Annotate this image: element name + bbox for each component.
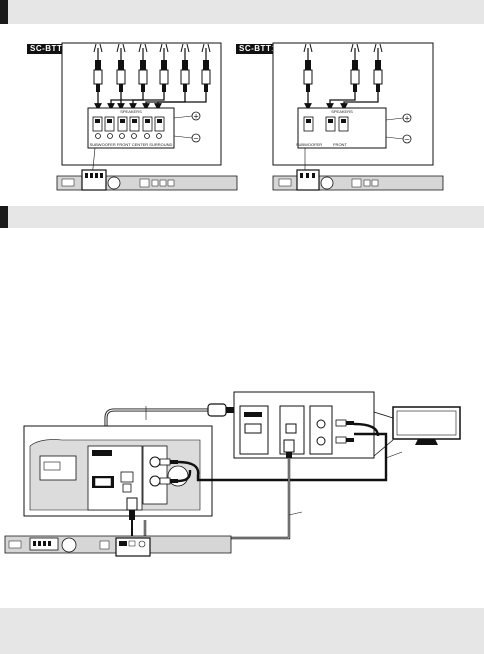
- main-unit-rear-full: [4, 535, 232, 557]
- svg-text:SPEAKERS: SPEAKERS: [331, 109, 353, 114]
- main-unit-rear-detail: [23, 425, 213, 517]
- svg-text:SUBWOOFER FRONT CENTER SURR: SUBWOOFER FRONT CENTER SURROUND: [90, 142, 173, 147]
- svg-text:SPEAKERS: SPEAKERS: [120, 109, 142, 114]
- speaker-connection-panel-right: SPEAKERS SUBWOOFER FRONT + −: [272, 42, 434, 176]
- section-footer: [0, 608, 484, 654]
- model-badge-left: SC-BTT190: [27, 44, 81, 54]
- main-unit-rear-left: [56, 169, 238, 191]
- tv-icon: [392, 406, 461, 445]
- svg-text:FRONT: FRONT: [333, 142, 347, 147]
- tv-input-panel: [233, 391, 375, 459]
- svg-text:+: +: [193, 113, 199, 121]
- audio-cable-icon: [335, 419, 354, 444]
- section-marker: [0, 206, 8, 228]
- svg-text:SUBWOOFER: SUBWOOFER: [296, 142, 322, 147]
- model-badge-right: SC-BTT182: [236, 44, 290, 54]
- main-unit-rear-right: [272, 169, 444, 191]
- section-marker: [0, 0, 8, 24]
- speaker-connection-panel-left: SPEAKERS SUBWOOFER FRONT CENTER SURROUND…: [61, 42, 222, 179]
- svg-text:−: −: [193, 135, 199, 143]
- section-header-middle: [0, 206, 484, 228]
- audio-cable-icon: [159, 458, 178, 485]
- svg-text:−: −: [404, 136, 410, 144]
- svg-text:+: +: [404, 115, 410, 123]
- section-header-top: [0, 0, 484, 24]
